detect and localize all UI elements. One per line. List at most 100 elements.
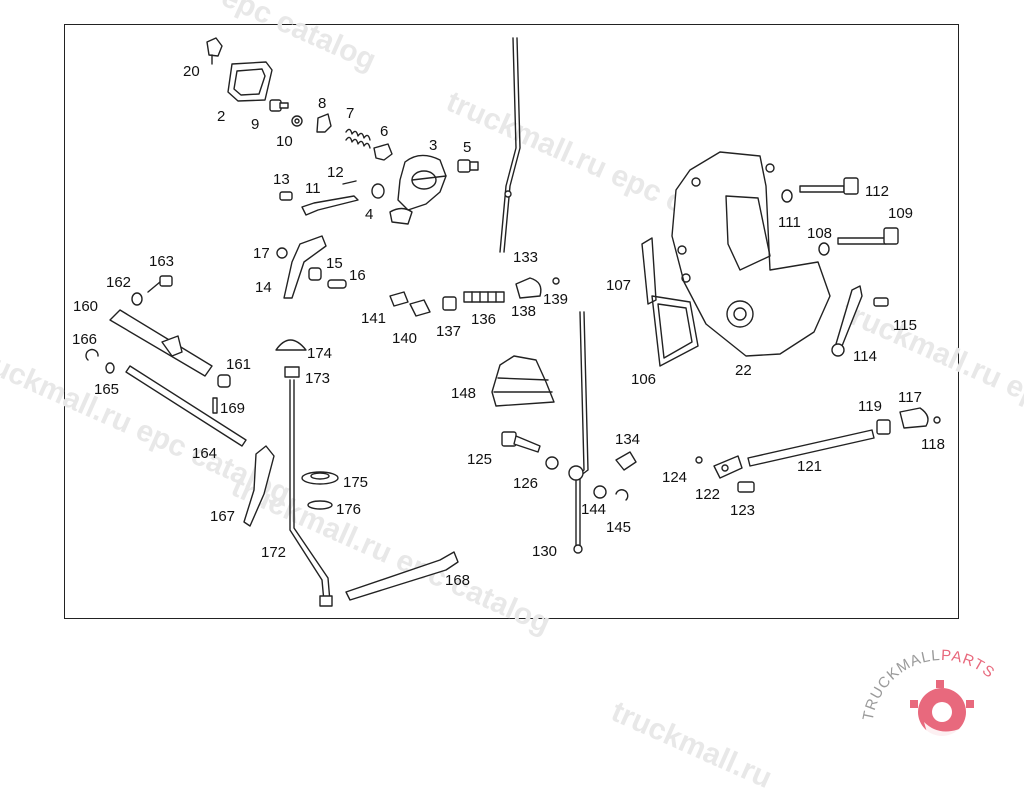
callout-5: 5 [463, 139, 471, 156]
part-130-rod [568, 311, 589, 554]
part-124-washer [695, 456, 703, 464]
part-122-clevis [713, 455, 743, 479]
part-176-ring [307, 500, 333, 510]
part-144-washer [593, 485, 607, 499]
part-175-boot [301, 471, 339, 485]
part-12-pin [342, 180, 357, 185]
callout-22: 22 [735, 362, 752, 379]
callout-174: 174 [307, 345, 332, 362]
part-107-gasket [641, 237, 657, 305]
part-9-bolt [269, 99, 289, 112]
callout-172: 172 [261, 544, 286, 561]
part-137-nut [442, 296, 457, 311]
callout-117: 117 [898, 389, 922, 406]
part-139-clip [552, 277, 560, 285]
part-138-ball-socket [515, 277, 542, 299]
part-164-rod [125, 365, 247, 447]
callout-123: 123 [730, 502, 755, 519]
callout-161: 161 [226, 356, 251, 373]
callout-114: 114 [853, 348, 877, 365]
part-163-bolt [147, 275, 173, 293]
callout-11: 11 [305, 180, 321, 197]
part-165-washer [105, 362, 115, 374]
part-5-fitting [457, 159, 479, 173]
part-13-bolt [279, 191, 293, 201]
callout-124: 124 [662, 469, 687, 486]
part-16-pin [327, 279, 347, 289]
callout-14: 14 [255, 279, 272, 296]
callout-3: 3 [429, 137, 437, 154]
callout-8: 8 [318, 95, 326, 112]
callout-118: 118 [921, 436, 945, 453]
part-115-pin [873, 297, 889, 307]
callout-169: 169 [220, 400, 245, 417]
part-22-housing [671, 151, 831, 357]
callout-111: 111 [778, 214, 801, 231]
part-7-spring [345, 128, 371, 149]
part-148-boot [491, 355, 555, 407]
part-134-clip [615, 451, 637, 471]
part-162-washer [131, 292, 143, 306]
part-118-clip [933, 416, 941, 424]
callout-6: 6 [380, 123, 388, 140]
diagram-frame [64, 24, 959, 619]
part-112-bolt [799, 177, 859, 195]
callout-163: 163 [149, 253, 174, 270]
callout-133: 133 [513, 249, 538, 266]
callout-106: 106 [631, 371, 656, 388]
part-121-threaded-rod [747, 429, 875, 467]
parts-drawing: 20 2 9 10 8 7 6 3 5 12 13 11 4 17 15 16 … [72, 37, 998, 740]
callout-126: 126 [513, 475, 538, 492]
part-136-threaded-rod [463, 291, 505, 303]
callout-144: 144 [581, 501, 606, 518]
part-106-gasket [651, 295, 699, 367]
callout-4: 4 [365, 206, 373, 223]
callout-122: 122 [695, 486, 720, 503]
callout-107: 107 [606, 277, 631, 294]
part-20 [206, 37, 223, 65]
part-168-link [345, 551, 459, 601]
part-119-nut [876, 419, 891, 435]
callout-112: 112 [865, 183, 889, 200]
callout-136: 136 [471, 311, 496, 328]
callout-138: 138 [511, 303, 536, 320]
callout-115: 115 [893, 317, 917, 334]
callout-7: 7 [346, 105, 354, 122]
part-6-plunger [373, 143, 393, 161]
callout-121: 121 [797, 458, 822, 475]
part-108-washer [818, 242, 830, 256]
callout-173: 173 [305, 370, 330, 387]
callout-16: 16 [349, 267, 366, 284]
callout-2: 2 [217, 108, 225, 125]
part-3-housing [389, 154, 447, 225]
callout-166: 166 [72, 331, 97, 348]
part-172-rod [289, 379, 333, 607]
part-4-bushing [371, 183, 385, 199]
callout-168: 168 [445, 572, 470, 589]
callout-141: 141 [361, 310, 386, 327]
part-123-pin [737, 481, 755, 493]
gear-icon [910, 680, 974, 740]
callout-9: 9 [251, 116, 259, 133]
callout-167: 167 [210, 508, 235, 525]
part-2-cover-plate [227, 61, 273, 102]
callout-148: 148 [451, 385, 476, 402]
callout-137: 137 [436, 323, 461, 340]
part-169-pin [212, 397, 218, 414]
callout-134: 134 [615, 431, 640, 448]
callout-160: 160 [73, 298, 98, 315]
callout-labels: 20 2 9 10 8 7 6 3 5 12 13 11 4 17 15 16 … [72, 63, 945, 589]
part-17-nut [276, 247, 288, 259]
callout-10: 10 [276, 133, 293, 150]
part-174-knob [275, 339, 307, 351]
callout-125: 125 [467, 451, 492, 468]
callout-145: 145 [606, 519, 631, 536]
part-160-shaft [109, 309, 213, 377]
part-14-shift-lever [283, 235, 327, 299]
part-8-bracket [316, 113, 332, 133]
part-125-bolt [501, 431, 541, 453]
part-166-clip [85, 348, 99, 361]
truckmall-parts-logo: TRUCKMALLPARTS [860, 647, 997, 740]
part-114-arm [831, 285, 863, 357]
part-140-bracket [409, 299, 431, 317]
